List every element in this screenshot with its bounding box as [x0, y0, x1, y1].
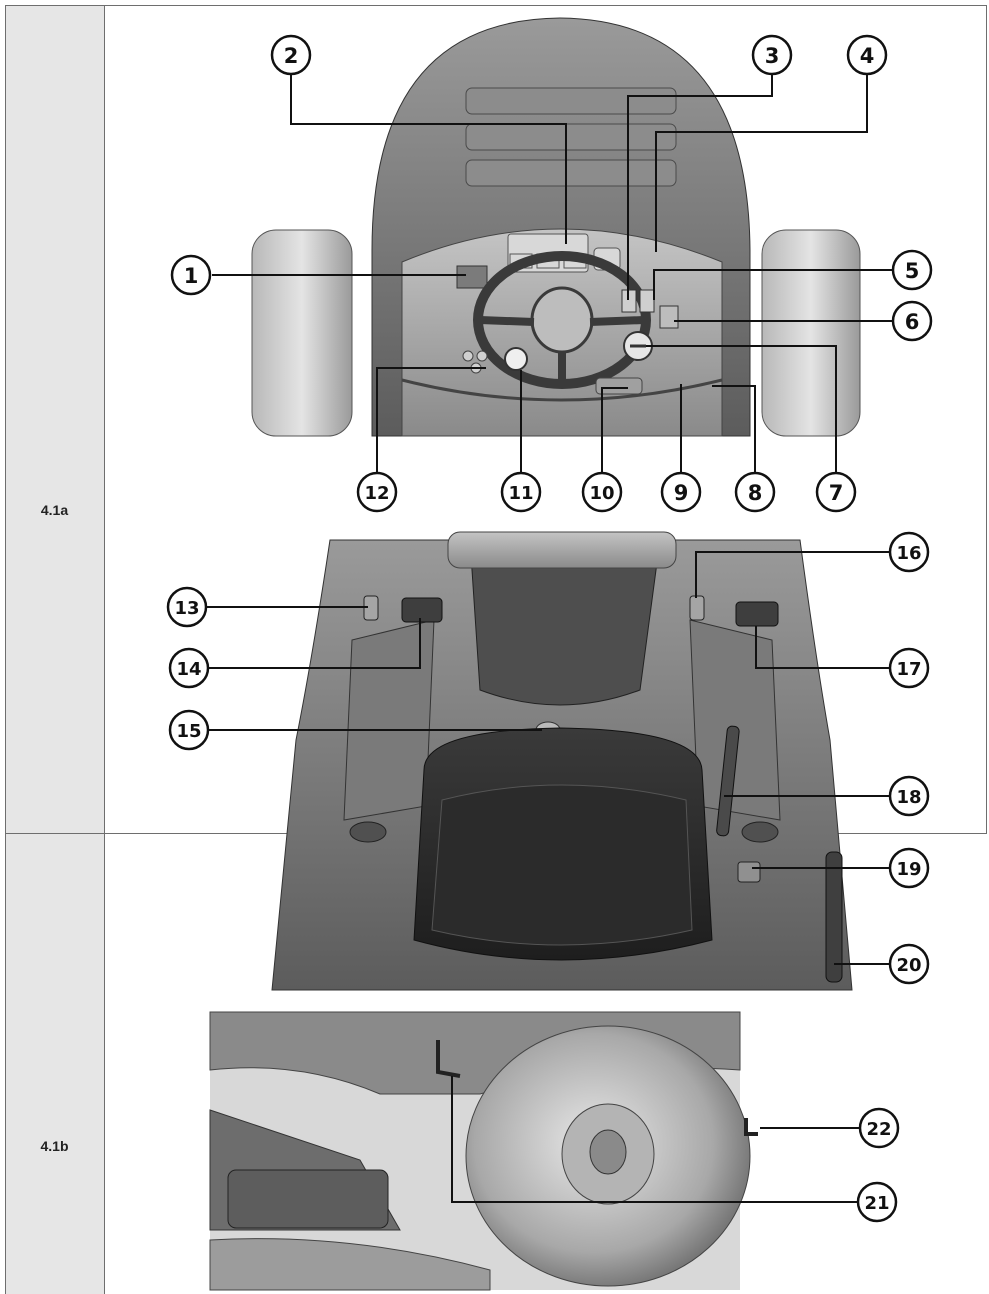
callout-6: 6 — [891, 300, 933, 342]
svg-text:4: 4 — [860, 44, 875, 68]
operator-view — [271, 531, 853, 991]
callout-19: 19 — [888, 847, 930, 889]
callout-10: 10 — [581, 471, 623, 513]
callout-11: 11 — [500, 471, 542, 513]
svg-text:22: 22 — [866, 1119, 891, 1140]
central-tunnel — [469, 539, 661, 706]
svg-text:17: 17 — [896, 659, 921, 680]
svg-text:19: 19 — [896, 859, 921, 880]
callout-9: 9 — [660, 471, 702, 513]
rear-axle — [589, 1129, 627, 1175]
left-front-wheel — [251, 229, 353, 437]
right-footboard — [689, 619, 781, 821]
svg-text:14: 14 — [176, 659, 201, 680]
lever-22 — [744, 1118, 758, 1136]
cutting-deck — [209, 1238, 491, 1291]
right-pedal — [735, 601, 779, 627]
callout-7: 7 — [815, 471, 857, 513]
dash-stub — [447, 531, 677, 569]
dashboard-view — [251, 17, 861, 437]
callout-1: 1 — [170, 254, 212, 296]
right-small-lever — [689, 595, 705, 621]
switch-b — [639, 289, 655, 313]
svg-text:18: 18 — [896, 787, 921, 808]
svg-text:12: 12 — [364, 483, 389, 504]
callout-21: 21 — [856, 1181, 898, 1223]
leader-lines — [207, 73, 894, 1203]
label-cell-row-a: 4.1a — [5, 5, 104, 833]
svg-text:11: 11 — [508, 483, 533, 504]
callout-13: 13 — [166, 586, 208, 628]
svg-text:5: 5 — [905, 259, 920, 283]
callout-markers: 1 2 3 4 5 6 7 8 9 10 11 12 13 14 15 16 1… — [166, 34, 933, 1223]
figure-table: 4.1a 4.1b — [5, 5, 987, 1294]
throttle-knob — [504, 347, 528, 371]
svg-text:16: 16 — [896, 543, 921, 564]
svg-text:21: 21 — [864, 1193, 889, 1214]
socket — [659, 305, 679, 329]
svg-text:1: 1 — [184, 264, 199, 288]
svg-text:3: 3 — [765, 44, 780, 68]
row-label-4-1b: 4.1b — [40, 1138, 69, 1154]
steering-wheel — [473, 251, 651, 389]
callout-8: 8 — [734, 471, 776, 513]
svg-text:10: 10 — [589, 483, 614, 504]
hood-vents — [465, 87, 677, 187]
rear-control — [737, 861, 761, 883]
callout-5: 5 — [891, 249, 933, 291]
side-view — [209, 1011, 758, 1291]
svg-text:13: 13 — [174, 598, 199, 619]
table-top-border — [5, 5, 987, 6]
callout-12: 12 — [356, 471, 398, 513]
svg-text:6: 6 — [905, 310, 920, 334]
table-column-divider — [104, 5, 105, 1294]
svg-text:8: 8 — [748, 481, 763, 505]
right-cup-holder — [741, 821, 779, 843]
table-right-border — [986, 5, 987, 834]
left-cup-holder — [349, 821, 387, 843]
callout-3: 3 — [751, 34, 793, 76]
right-front-wheel — [761, 229, 861, 437]
small-buttons — [462, 350, 488, 374]
svg-text:9: 9 — [674, 481, 689, 505]
svg-text:2: 2 — [284, 44, 299, 68]
table-left-border — [5, 5, 6, 1294]
callout-22: 22 — [858, 1107, 900, 1149]
callout-18: 18 — [888, 775, 930, 817]
left-pedal — [401, 597, 443, 623]
label-cell-row-b: 4.1b — [5, 834, 104, 1294]
dash-lower-lip — [401, 378, 723, 402]
callout-14: 14 — [168, 647, 210, 689]
callout-4: 4 — [846, 34, 888, 76]
seat-cushion — [431, 784, 693, 946]
callout-15: 15 — [168, 709, 210, 751]
fuel-gauge — [456, 265, 488, 289]
tray — [595, 377, 643, 395]
row-label-4-1a: 4.1a — [40, 502, 69, 518]
height-lever — [716, 725, 740, 837]
callout-20: 20 — [888, 943, 930, 985]
lever-21 — [436, 1040, 461, 1078]
engine-block — [227, 1169, 389, 1229]
svg-text:7: 7 — [829, 481, 844, 505]
callout-17: 17 — [888, 647, 930, 689]
svg-text:15: 15 — [176, 721, 201, 742]
svg-text:20: 20 — [896, 955, 921, 976]
side-lever — [825, 851, 843, 983]
callout-16: 16 — [888, 531, 930, 573]
callout-2: 2 — [270, 34, 312, 76]
